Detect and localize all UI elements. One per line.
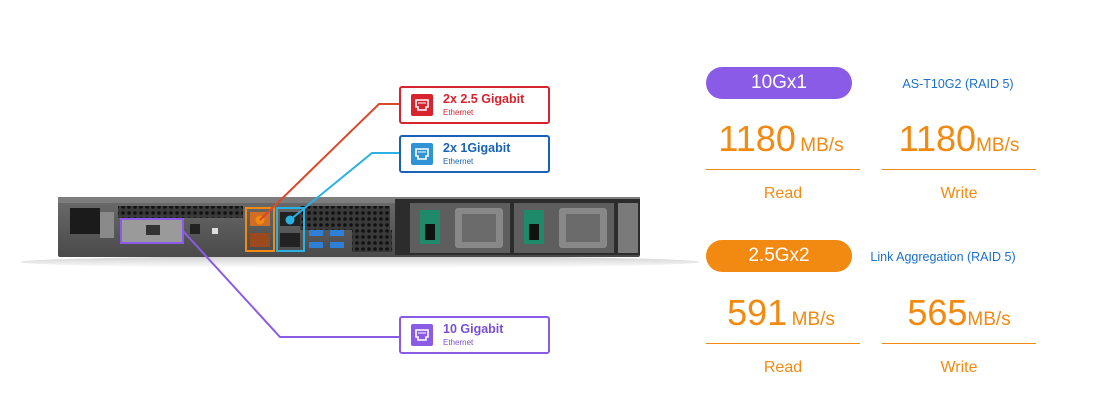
callout-1g-ethernet: 2x 1Gigabit Ethernet — [399, 135, 550, 173]
stat-number: 1180 — [898, 118, 977, 159]
callout-10g-ethernet: 10 Gigabit Ethernet — [399, 316, 550, 354]
stat-unit: MB/s — [791, 309, 835, 330]
connector-1g — [289, 152, 399, 221]
callout-subtitle: Ethernet — [443, 337, 474, 347]
connector-10g — [182, 230, 399, 338]
config-label: AS-T10G2 (RAID 5) — [902, 77, 1014, 91]
stat-read-value: 1180 MB/s — [704, 118, 858, 160]
stat-read-label: Read — [763, 359, 803, 376]
ethernet-port-icon — [411, 143, 433, 165]
badge-25g: 2.5Gx2 — [706, 240, 852, 272]
highlight-1g-ports — [276, 207, 305, 252]
connector-25g — [259, 103, 399, 221]
divider — [882, 169, 1036, 170]
stat-read-label: Read — [763, 185, 803, 202]
stat-number: 1180 — [718, 118, 796, 159]
stat-write-label: Write — [940, 185, 978, 202]
usb-port — [309, 242, 323, 248]
callout-subtitle: Ethernet — [443, 107, 474, 117]
stat-write-label: Write — [940, 359, 978, 376]
callout-title: 2x 2.5 Gigabit — [443, 92, 525, 107]
stat-unit: MB/s — [800, 135, 844, 156]
highlight-25g-ports — [245, 207, 275, 252]
stat-number: 565 — [907, 292, 968, 333]
stat-write-value: 1180MB/s — [882, 118, 1036, 160]
psu-module-2 — [514, 203, 614, 253]
stat-number: 591 — [727, 292, 788, 333]
config-label: Link Aggregation (RAID 5) — [870, 250, 1016, 264]
callout-title: 2x 1Gigabit — [443, 141, 511, 156]
psu-module-1 — [410, 203, 510, 253]
vent-top-left — [118, 206, 243, 218]
rj45-10g — [146, 225, 160, 235]
divider — [706, 343, 860, 344]
stat-read-value: 591 MB/s — [704, 292, 858, 334]
ethernet-port-icon — [411, 324, 433, 346]
usb-port — [330, 242, 344, 248]
callout-subtitle: Ethernet — [443, 156, 474, 166]
stat-unit: MB/s — [976, 135, 1020, 156]
badge-10g: 10Gx1 — [706, 67, 852, 99]
stat-unit: MB/s — [967, 309, 1011, 330]
vent-bottom-right — [352, 230, 392, 252]
ethernet-port-icon — [411, 94, 433, 116]
callout-25g-ethernet: 2x 2.5 Gigabit Ethernet — [399, 86, 550, 124]
usb-port — [309, 230, 323, 236]
stat-write-value: 565MB/s — [882, 292, 1036, 334]
usb-port — [330, 230, 344, 236]
device-shadow — [20, 256, 700, 268]
divider — [706, 169, 860, 170]
power-inlet — [70, 208, 100, 234]
divider — [882, 343, 1036, 344]
vent-top-right — [300, 206, 390, 230]
callout-title: 10 Gigabit — [443, 322, 504, 337]
